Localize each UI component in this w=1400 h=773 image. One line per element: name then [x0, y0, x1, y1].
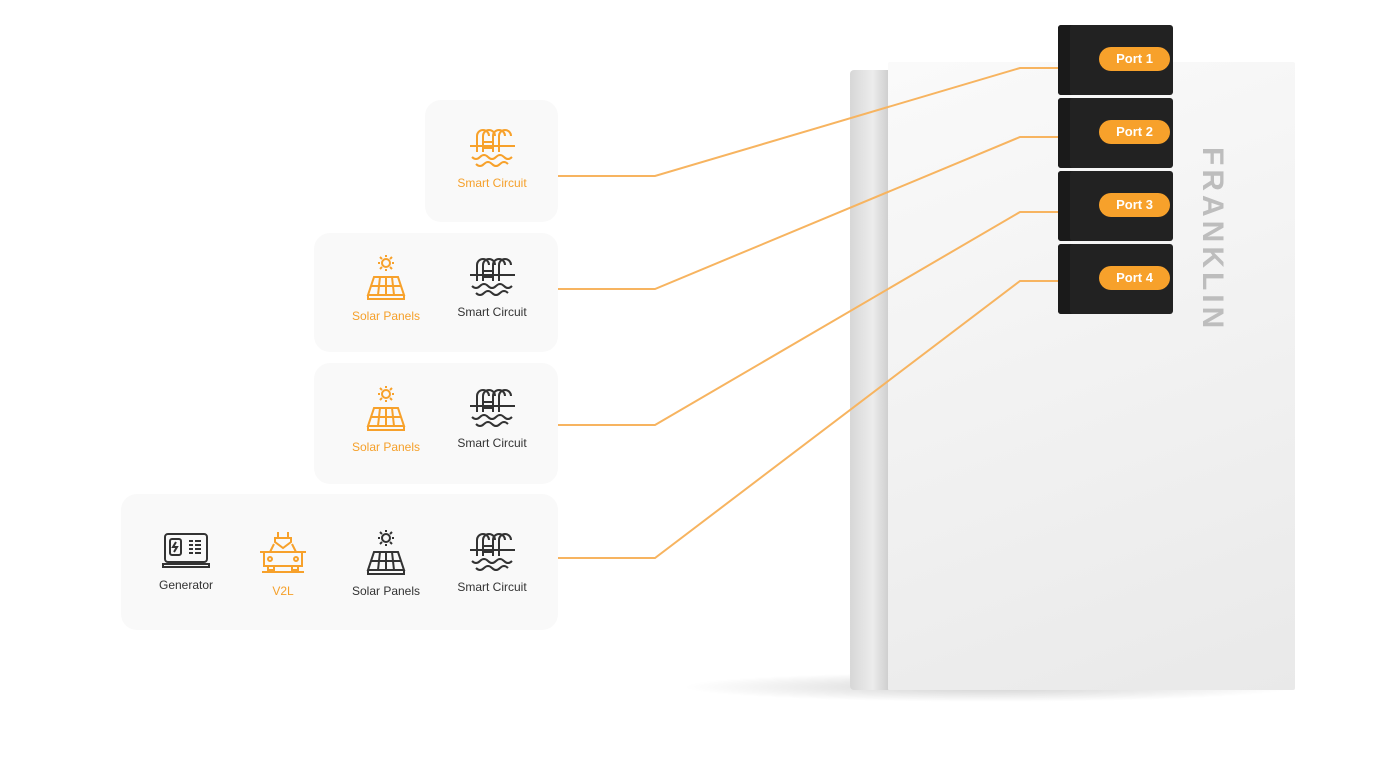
device-option-label: Smart Circuit — [457, 580, 527, 594]
solar-panel-icon — [336, 386, 436, 432]
device-option: Solar Panels — [336, 530, 436, 598]
pool-ladder-icon — [442, 255, 542, 297]
port-label: Port 2 — [1099, 120, 1170, 144]
device-option: Solar Panels — [336, 255, 436, 323]
device-option-label: Generator — [158, 578, 214, 592]
port-2[interactable]: Port 2 — [1058, 98, 1173, 168]
device-option-label: Smart Circuit — [457, 305, 527, 319]
port-stack: Port 1 Port 2 Port 3 Port 4 — [1058, 25, 1173, 317]
solar-panel-icon — [336, 530, 436, 576]
franklin-device — [850, 62, 1295, 690]
device-option-label: V2L — [272, 584, 294, 598]
device-option-label: Solar Panels — [351, 309, 421, 323]
device-option: Generator — [136, 530, 236, 592]
port-3[interactable]: Port 3 — [1058, 171, 1173, 241]
device-option: Smart Circuit — [442, 255, 542, 319]
port-4[interactable]: Port 4 — [1058, 244, 1173, 314]
group-port-1 — [425, 100, 558, 222]
device-option-label: Solar Panels — [351, 584, 421, 598]
line-port-2 — [558, 136, 1060, 290]
device-side — [850, 70, 888, 690]
device-option-label: Solar Panels — [351, 440, 421, 454]
group-port-3 — [314, 363, 558, 484]
line-port-4 — [558, 280, 1060, 559]
line-port-3 — [558, 211, 1060, 426]
solar-panel-icon — [336, 255, 436, 301]
device-option-label: Smart Circuit — [457, 436, 527, 450]
group-port-2 — [314, 233, 558, 352]
port-1[interactable]: Port 1 — [1058, 25, 1173, 95]
pool-ladder-icon — [442, 126, 542, 168]
port-label: Port 4 — [1099, 266, 1170, 290]
port-label: Port 3 — [1099, 193, 1170, 217]
device-option: Smart Circuit — [442, 530, 542, 594]
line-port-1 — [558, 67, 1060, 177]
pool-ladder-icon — [442, 530, 542, 572]
device-option-label: Smart Circuit — [457, 176, 527, 190]
generator-icon — [136, 530, 236, 570]
car-plug-icon — [233, 530, 333, 576]
port-label: Port 1 — [1099, 47, 1170, 71]
device-option: V2L — [233, 530, 333, 598]
device-option: Smart Circuit — [442, 386, 542, 450]
pool-ladder-icon — [442, 386, 542, 428]
device-option: Solar Panels — [336, 386, 436, 454]
device-option: Smart Circuit — [442, 126, 542, 190]
